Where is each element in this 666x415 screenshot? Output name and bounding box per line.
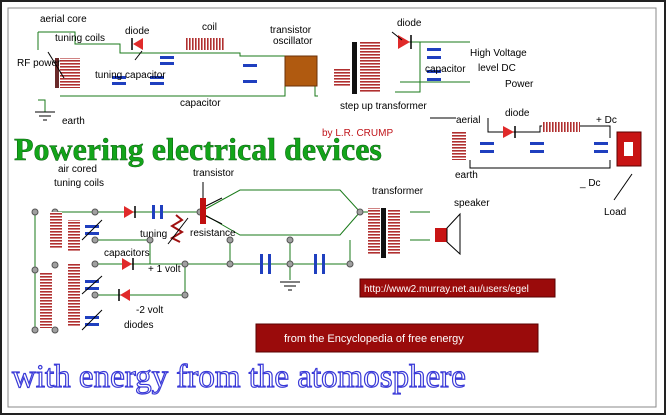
label-transistor-oscillator-1: transistor	[270, 25, 312, 36]
label-diode-hv: diode	[397, 18, 422, 29]
speaker	[435, 212, 461, 256]
label-aerial-right: aerial	[456, 115, 480, 126]
tuning-capacitor-top	[112, 56, 257, 85]
label-diodes: diodes	[124, 320, 153, 331]
label-high-voltage-2: level DC	[478, 63, 516, 74]
coil-top	[185, 38, 225, 50]
right-coils	[452, 132, 466, 160]
resistance	[167, 214, 189, 245]
right-circuit: aerial diode + Dc _ Dc earth Load	[430, 108, 642, 218]
label-aerial-core: aerial core	[40, 14, 87, 25]
encyclopedia-banner-bg	[255, 323, 539, 353]
air-cored-coil-1	[50, 212, 62, 248]
label-minus-dc: _ Dc	[579, 178, 601, 189]
air-cored-coil-2	[68, 220, 80, 252]
load-box	[613, 131, 642, 201]
transistor-oscillator	[284, 55, 318, 87]
step-up-transformer	[334, 42, 380, 94]
transformer-bottom	[368, 208, 400, 258]
diode-right	[503, 126, 516, 138]
page-inner-border	[7, 7, 657, 408]
label-earth-right: earth	[455, 170, 478, 181]
label-transformer: transformer	[372, 186, 424, 197]
encyclopedia-banner: from the Encyclopedia of free energy	[284, 333, 464, 345]
top-circuit: aerial core tuning coils diode coil tran…	[17, 14, 534, 127]
bottom-circuit: air cored tuning coils transistor transf…	[31, 164, 490, 334]
label-earth-top: earth	[62, 116, 85, 127]
diode-top	[131, 38, 143, 61]
tuning-coils-top	[47, 51, 80, 88]
label-minus-two-volt: -2 volt	[136, 305, 163, 316]
page-subtitle: with energy from the atomosphere	[12, 359, 466, 395]
diode-minus-two	[118, 289, 130, 301]
capacitors-right	[480, 142, 608, 153]
label-air-cored-2: tuning coils	[54, 178, 104, 189]
label-speaker: speaker	[454, 198, 490, 209]
label-high-voltage-1: High Voltage	[470, 48, 527, 59]
label-high-voltage-3: Power	[505, 79, 534, 90]
bottom-capacitors	[260, 254, 325, 274]
label-load: Load	[604, 207, 626, 218]
url-banner-bg	[359, 278, 556, 298]
label-diode-right: diode	[505, 108, 530, 119]
diode-plus-one	[122, 258, 134, 270]
label-diode-top: diode	[125, 26, 150, 37]
label-tuning-capacitor: tuning capacitor	[95, 70, 166, 81]
earth-symbol-bottom	[280, 281, 300, 291]
label-plus-one-volt: + 1 volt	[148, 264, 181, 275]
transistor-bottom	[200, 182, 223, 225]
label-coil: coil	[202, 22, 217, 33]
label-transistor-bottom: transistor	[193, 168, 235, 179]
label-air-cored-1: air cored	[58, 164, 97, 175]
diode-hv	[391, 31, 412, 49]
label-transistor-oscillator-2: oscillator	[273, 36, 313, 47]
page-title: Powering electrical devices	[14, 131, 382, 167]
air-cored-coil-4	[68, 264, 80, 326]
label-capacitor-hv: capacitor	[425, 64, 466, 75]
author-credit: by L.R. CRUMP	[322, 128, 393, 139]
label-capacitors: capacitors	[104, 248, 150, 259]
label-step-up-transformer: step up transformer	[340, 101, 427, 112]
tuning-capacitors-bottom	[81, 219, 103, 331]
earth-symbol-top	[35, 111, 55, 121]
capacitor-hv	[427, 48, 441, 81]
coil-right	[542, 122, 580, 132]
coupling-capacitor	[152, 205, 163, 219]
label-tuning-coils: tuning coils	[55, 33, 105, 44]
label-tuning: tuning	[140, 229, 167, 240]
label-plus-dc: + Dc	[596, 115, 617, 126]
tuning-diode	[124, 206, 136, 218]
label-resistance: resistance	[190, 228, 236, 239]
url-banner[interactable]: http://www2.murray.net.au/users/egel	[364, 284, 529, 295]
label-rf-power: RF power	[17, 58, 61, 69]
label-capacitor-bottom: capacitor	[180, 98, 221, 109]
air-cored-coil-3	[40, 272, 52, 328]
